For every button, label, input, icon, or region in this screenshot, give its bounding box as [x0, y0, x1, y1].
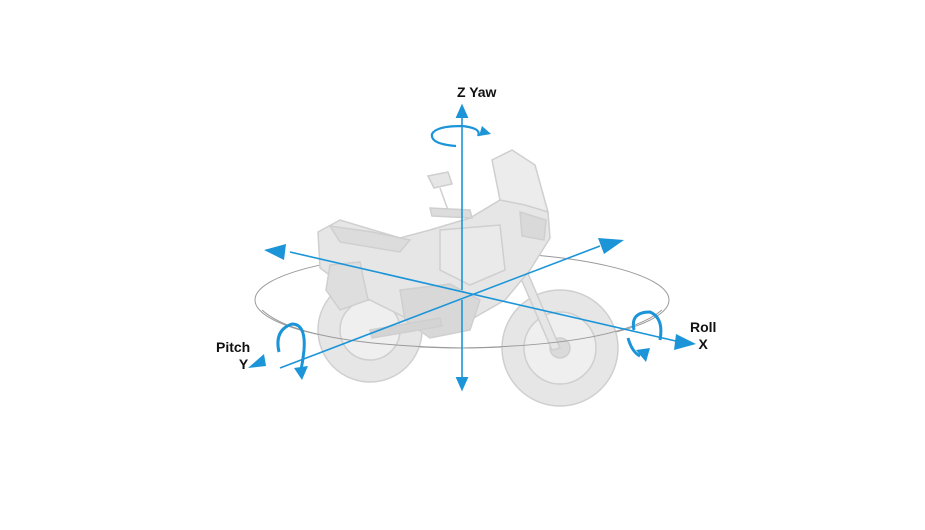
pitch-axis [279, 245, 601, 369]
windscreen [491, 149, 550, 214]
roll-arrowhead-left [264, 244, 286, 260]
pitch-rotation-arrow-icon [276, 322, 308, 380]
roll-axis [289, 251, 681, 343]
yaw-rotation-arrow-icon [430, 124, 491, 148]
roll-arrowhead-right [674, 334, 696, 350]
seat [328, 225, 412, 253]
roll-axis-letter: X [698, 336, 708, 352]
roll-axis-label: Roll X [690, 319, 716, 353]
yaw-axis-label: Z Yaw [457, 84, 497, 100]
roll-label-text: Roll [690, 319, 717, 335]
motorcycle-image [317, 149, 619, 407]
pitch-arrowhead-left [248, 354, 266, 368]
roll-rotation-arrow-icon [626, 310, 663, 362]
pitch-label-text: Pitch [216, 339, 251, 355]
pitch-axis-letter: Y [238, 356, 249, 372]
pitch-arrowhead-right [598, 238, 624, 254]
pitch-axis-label: Pitch Y [216, 339, 250, 373]
